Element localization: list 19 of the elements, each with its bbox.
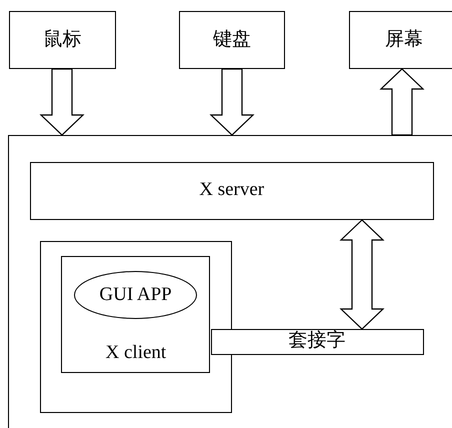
host-container	[8, 135, 452, 428]
node-label: 键盘	[213, 30, 251, 50]
input-device-box	[9, 11, 116, 69]
socket-bar	[210, 328, 424, 355]
output-device-box	[349, 11, 452, 69]
block-arrow	[340, 219, 384, 330]
block-arrow	[40, 68, 84, 136]
node-label: 套接字	[288, 331, 346, 352]
input-device-box	[179, 11, 285, 69]
process-box	[30, 162, 434, 220]
container-box	[40, 240, 232, 413]
block-arrow	[210, 68, 254, 136]
node-label: X client	[106, 343, 166, 364]
block-arrow	[380, 68, 424, 136]
node-label: GUI APP	[99, 284, 172, 306]
client-box	[61, 256, 210, 374]
node-label: X server	[199, 180, 264, 202]
node-label: 屏幕	[385, 30, 423, 50]
node-label: 鼠标	[44, 30, 82, 50]
